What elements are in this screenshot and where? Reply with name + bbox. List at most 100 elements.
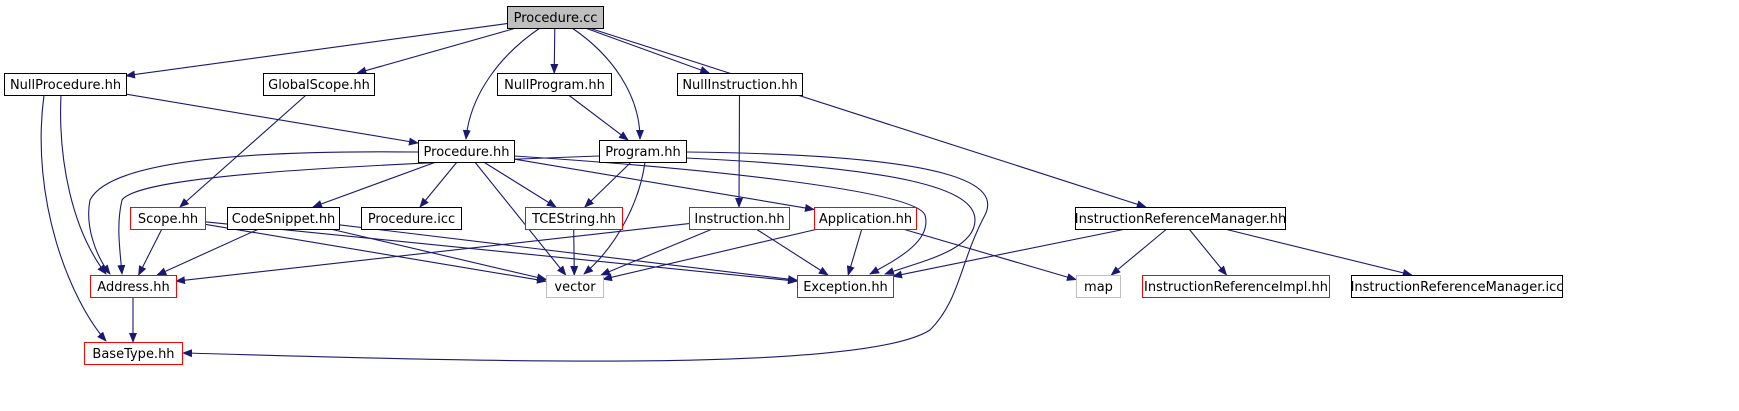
edge-procedure-cc-to-procedure-hh bbox=[462, 27, 541, 140]
node-box bbox=[90, 275, 177, 298]
node-label: TCEString.hh bbox=[531, 212, 616, 227]
edge-procedure-hh-to-address-hh bbox=[88, 151, 419, 275]
edge-procedure-cc-to-null-procedure-hh bbox=[125, 23, 508, 79]
node-label: Program.hh bbox=[605, 145, 680, 160]
node-label: GlobalScope.hh bbox=[268, 78, 370, 93]
node-procedure-cc[interactable]: Procedure.cc bbox=[507, 6, 604, 29]
node-box bbox=[1076, 275, 1121, 298]
node-label: BaseType.hh bbox=[92, 347, 174, 362]
node-label: Procedure.icc bbox=[368, 212, 455, 227]
node-label: InstructionReferenceManager.icc bbox=[1351, 280, 1564, 295]
edge-procedure-hh-to-application-hh bbox=[513, 158, 815, 212]
node-box bbox=[361, 207, 462, 230]
edge-procedure-hh-to-code-snippet-hh bbox=[312, 161, 437, 208]
edge-null-procedure-hh-to-procedure-hh bbox=[125, 93, 419, 146]
node-box bbox=[1142, 275, 1330, 298]
node-null-instruction-hh[interactable]: NullInstruction.hh bbox=[677, 73, 803, 96]
node-box bbox=[84, 342, 183, 365]
node-box bbox=[525, 207, 623, 230]
node-code-snippet-hh[interactable]: CodeSnippet.hh bbox=[227, 207, 340, 230]
node-box bbox=[4, 73, 127, 96]
node-box bbox=[689, 207, 790, 230]
node-label: NullInstruction.hh bbox=[682, 78, 797, 93]
node-null-procedure-hh[interactable]: NullProcedure.hh bbox=[4, 73, 127, 96]
node-box bbox=[263, 73, 375, 96]
node-box bbox=[1351, 275, 1563, 298]
node-instruction-hh[interactable]: Instruction.hh bbox=[689, 207, 790, 230]
node-label: vector bbox=[554, 280, 596, 295]
node-application-hh[interactable]: Application.hh bbox=[814, 207, 917, 230]
node-label: InstructionReferenceImpl.hh bbox=[1144, 280, 1328, 295]
node-vector[interactable]: vector bbox=[546, 275, 604, 298]
edge-procedure-cc-to-program-hh bbox=[571, 27, 644, 140]
node-tcestring-hh[interactable]: TCEString.hh bbox=[525, 207, 623, 230]
edge-application-hh-to-map bbox=[902, 228, 1077, 281]
node-box bbox=[418, 140, 515, 163]
node-label: Procedure.cc bbox=[514, 11, 598, 26]
edge-layer bbox=[40, 23, 1413, 362]
node-label: Exception.hh bbox=[803, 280, 888, 295]
edge-program-hh-to-base-type-hh bbox=[182, 151, 989, 362]
edge-global-scope-hh-to-scope-hh bbox=[179, 94, 307, 208]
node-null-program-hh[interactable]: NullProgram.hh bbox=[497, 73, 612, 96]
node-program-hh[interactable]: Program.hh bbox=[599, 140, 687, 163]
node-procedure-hh[interactable]: Procedure.hh bbox=[418, 140, 515, 163]
edge-irm-hh-to-map bbox=[1110, 228, 1168, 276]
edge-procedure-cc-to-global-scope-hh bbox=[356, 27, 517, 75]
edge-program-hh-to-vector bbox=[583, 161, 646, 275]
node-box bbox=[507, 6, 604, 29]
edge-null-instruction-hh-to-instruction-hh bbox=[735, 94, 744, 208]
edge-application-hh-to-exception-hh bbox=[846, 228, 863, 276]
edge-procedure-cc-to-null-program-hh bbox=[550, 27, 559, 74]
node-box bbox=[130, 207, 206, 230]
node-irm-hh[interactable]: InstructionReferenceManager.hh bbox=[1075, 207, 1286, 230]
edge-code-snippet-hh-to-vector bbox=[330, 228, 547, 282]
node-label: Address.hh bbox=[97, 280, 169, 295]
node-label: NullProgram.hh bbox=[504, 78, 605, 93]
node-exception-hh[interactable]: Exception.hh bbox=[797, 275, 894, 298]
node-box bbox=[677, 73, 803, 96]
edge-null-program-hh-to-program-hh bbox=[568, 94, 629, 141]
edge-program-hh-to-exception-hh bbox=[685, 157, 976, 275]
edge-code-snippet-hh-to-exception-hh bbox=[338, 224, 798, 284]
edge-scope-hh-to-address-hh bbox=[138, 228, 163, 276]
node-label: Scope.hh bbox=[138, 212, 198, 227]
edge-procedure-cc-to-null-instruction-hh bbox=[585, 27, 711, 74]
edge-instruction-hh-to-address-hh bbox=[175, 223, 690, 285]
edge-procedure-hh-to-tcestring-hh bbox=[483, 161, 557, 208]
node-label: Application.hh bbox=[819, 212, 912, 227]
node-box bbox=[814, 207, 917, 230]
node-irm-icc[interactable]: InstructionReferenceManager.icc bbox=[1351, 275, 1564, 298]
node-base-type-hh[interactable]: BaseType.hh bbox=[84, 342, 183, 365]
edge-procedure-cc-to-irm-hh bbox=[589, 27, 1147, 209]
edge-application-hh-to-vector bbox=[602, 228, 819, 282]
node-map[interactable]: map bbox=[1076, 275, 1121, 298]
edge-instruction-hh-to-exception-hh bbox=[755, 228, 829, 276]
node-irimpl-hh[interactable]: InstructionReferenceImpl.hh bbox=[1142, 275, 1330, 298]
edge-irm-hh-to-exception-hh bbox=[892, 228, 1126, 279]
edge-program-hh-to-tcestring-hh bbox=[584, 161, 632, 208]
edge-null-procedure-hh-to-base-type-hh bbox=[40, 94, 107, 342]
node-procedure-icc[interactable]: Procedure.icc bbox=[361, 207, 462, 230]
node-box bbox=[497, 73, 612, 96]
node-label: map bbox=[1084, 280, 1113, 295]
node-global-scope-hh[interactable]: GlobalScope.hh bbox=[263, 73, 375, 96]
edge-null-procedure-hh-to-address-hh bbox=[60, 94, 107, 275]
edge-irm-hh-to-irimpl-hh bbox=[1188, 228, 1228, 276]
node-box bbox=[546, 275, 604, 298]
node-label: CodeSnippet.hh bbox=[232, 212, 336, 227]
node-box bbox=[1075, 207, 1286, 230]
edge-scope-hh-to-vector bbox=[204, 223, 547, 284]
node-address-hh[interactable]: Address.hh bbox=[90, 275, 177, 298]
node-box bbox=[599, 140, 687, 163]
edge-irm-hh-to-irm-icc bbox=[1224, 228, 1413, 277]
node-scope-hh[interactable]: Scope.hh bbox=[130, 207, 206, 230]
node-box bbox=[227, 207, 340, 230]
node-label: NullProcedure.hh bbox=[10, 78, 121, 93]
edge-code-snippet-hh-to-address-hh bbox=[156, 228, 259, 276]
edge-instruction-hh-to-vector bbox=[600, 228, 713, 276]
node-box bbox=[797, 275, 894, 298]
node-label: InstructionReferenceManager.hh bbox=[1075, 212, 1286, 227]
